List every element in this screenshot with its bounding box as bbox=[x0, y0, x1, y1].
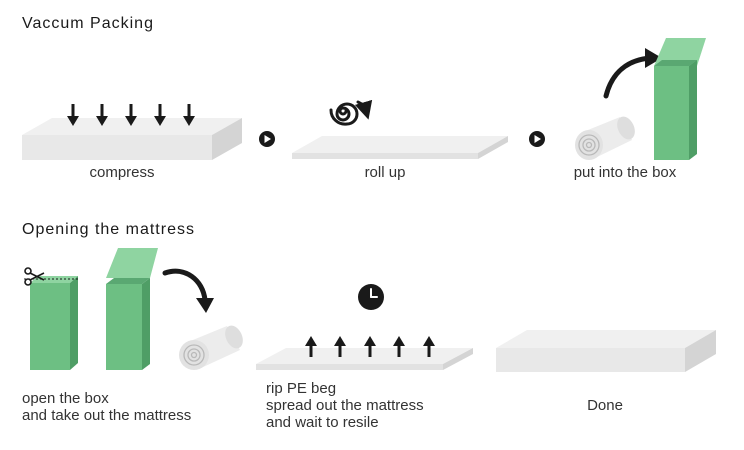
down-arrow-icon bbox=[67, 104, 195, 126]
flat-mattress-compress bbox=[22, 118, 242, 160]
clock-icon bbox=[358, 284, 384, 310]
section-title-opening-mattress: Opening the mattress bbox=[22, 221, 195, 238]
box-open-flap bbox=[654, 38, 706, 160]
step-caption-compress: compress bbox=[89, 164, 155, 181]
curved-arrow-icon bbox=[603, 48, 662, 99]
step-caption-done: Done bbox=[587, 397, 623, 414]
spiral-roll-icon bbox=[329, 99, 373, 126]
step-caption-roll-up: roll up bbox=[364, 164, 406, 181]
full-mattress-done bbox=[496, 330, 716, 372]
play-circle-icon bbox=[529, 131, 545, 147]
step-caption-spread-out: rip PE beg spread out the mattress and w… bbox=[266, 380, 424, 431]
rolled-mattress bbox=[179, 325, 243, 370]
closed-box bbox=[24, 276, 78, 370]
curved-arrow-icon bbox=[162, 268, 214, 313]
play-circle-icon bbox=[259, 131, 275, 147]
rolled-mattress bbox=[575, 116, 635, 160]
thin-mattress-roll-up bbox=[292, 136, 508, 159]
thin-mattress-resile bbox=[256, 348, 473, 370]
section-title-vacuum-packing: Vaccum Packing bbox=[22, 15, 154, 32]
open-box bbox=[106, 248, 158, 370]
step-caption-open-box: open the box and take out the mattress bbox=[22, 390, 192, 424]
step-caption-put-into-box: put into the box bbox=[573, 164, 677, 181]
up-arrow-icon bbox=[305, 336, 435, 357]
scissors-icon bbox=[24, 267, 45, 286]
